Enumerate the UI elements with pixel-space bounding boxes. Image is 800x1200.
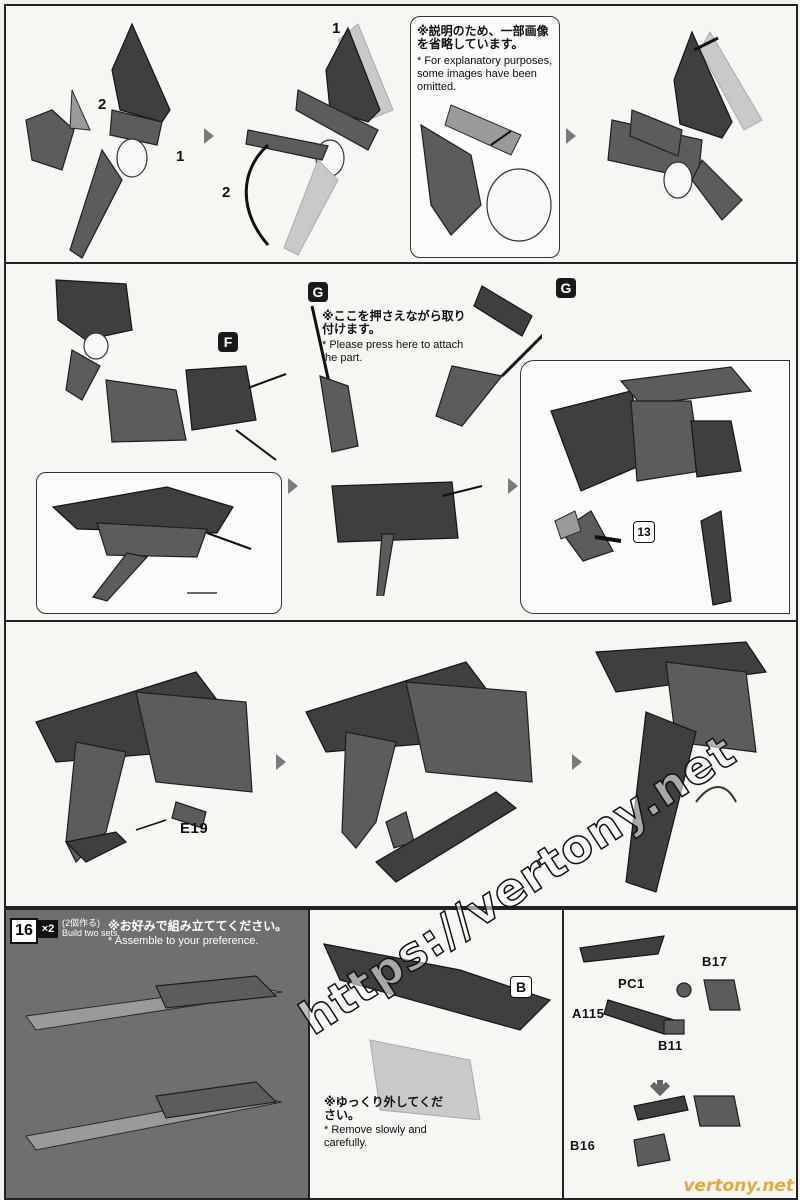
- callout-1b: 1: [332, 20, 341, 37]
- watermark-corner: vertony.net: [683, 1176, 794, 1196]
- kit-illustration-1c: [607, 30, 763, 221]
- kit-illustration-1b: [244, 23, 394, 256]
- panel-step-leg: E19: [4, 620, 798, 908]
- badge-f: F: [218, 332, 238, 352]
- multiplier-badge: ×2: [38, 920, 58, 938]
- panel-runner: B ※ゆっくり外してください。 * Remove slowly and care…: [308, 908, 564, 1200]
- part-13-tag: 13: [633, 521, 655, 543]
- part-e19: E19: [180, 820, 209, 837]
- callout-1a: 1: [176, 148, 185, 165]
- panel-parts: PC1 B17 A115 B11 B16: [562, 908, 798, 1200]
- part-b16: B16: [570, 1138, 596, 1153]
- kit-illustration-3b: [305, 661, 533, 883]
- flow-arrow: [288, 478, 298, 494]
- flow-arrow: [566, 128, 576, 144]
- build-two-note: (2個作る) Build two sets.: [62, 918, 121, 938]
- kit-illustration-1a: [25, 22, 171, 259]
- part-b11: B11: [658, 1038, 683, 1053]
- badge-g-left: G: [308, 282, 328, 302]
- kit-illustration-2b: [310, 285, 542, 596]
- part-pc1: PC1: [618, 976, 645, 991]
- inset-illustration: [51, 486, 252, 602]
- part-a115: A115: [572, 1006, 605, 1021]
- remove-note: ※ゆっくり外してください。 * Remove slowly and carefu…: [324, 1095, 443, 1150]
- panel-step-attach: F G ※ここを押さえながら取り付けます。 * Please press her…: [4, 262, 798, 622]
- flow-arrow: [204, 128, 214, 144]
- flow-arrow: [572, 754, 582, 770]
- detail-illustration: [420, 104, 552, 242]
- callout-2b: 2: [222, 184, 231, 201]
- badge-g-right: G: [556, 278, 576, 298]
- flow-arrow: [508, 478, 518, 494]
- kit-illustration-2a: [55, 279, 287, 461]
- inset-assembled-view: [36, 472, 282, 614]
- weapon-illustration: [25, 975, 283, 1151]
- explanatory-note: ※説明のため、一部画像を省略しています。 * For explanatory p…: [417, 24, 553, 94]
- badge-b: B: [510, 976, 532, 998]
- assembled-unit-box: 13: [520, 360, 790, 614]
- runner-illustration: [322, 943, 552, 1120]
- flow-arrow: [276, 754, 286, 770]
- part-b17: B17: [702, 954, 728, 969]
- panel-step-16: [4, 908, 310, 1200]
- parts-illustration: [579, 935, 741, 1167]
- detail-callout-box: ※説明のため、一部画像を省略しています。 * For explanatory p…: [410, 16, 560, 258]
- preference-note: ※お好みで組み立ててください。 * Assemble to your prefe…: [108, 919, 288, 948]
- callout-2a: 2: [98, 96, 107, 113]
- panel-step-fold: 2 1 1 2 ※説明のため、一部画像を省略しています。 * For expla…: [4, 4, 798, 264]
- kit-illustration-3a: [35, 671, 253, 864]
- step-number: 16: [10, 918, 38, 944]
- kit-illustration-3c: [595, 641, 768, 893]
- press-note: ※ここを押さえながら取り付けます。 * Please press here to…: [322, 309, 466, 365]
- kit-illustration-2c: [550, 366, 753, 606]
